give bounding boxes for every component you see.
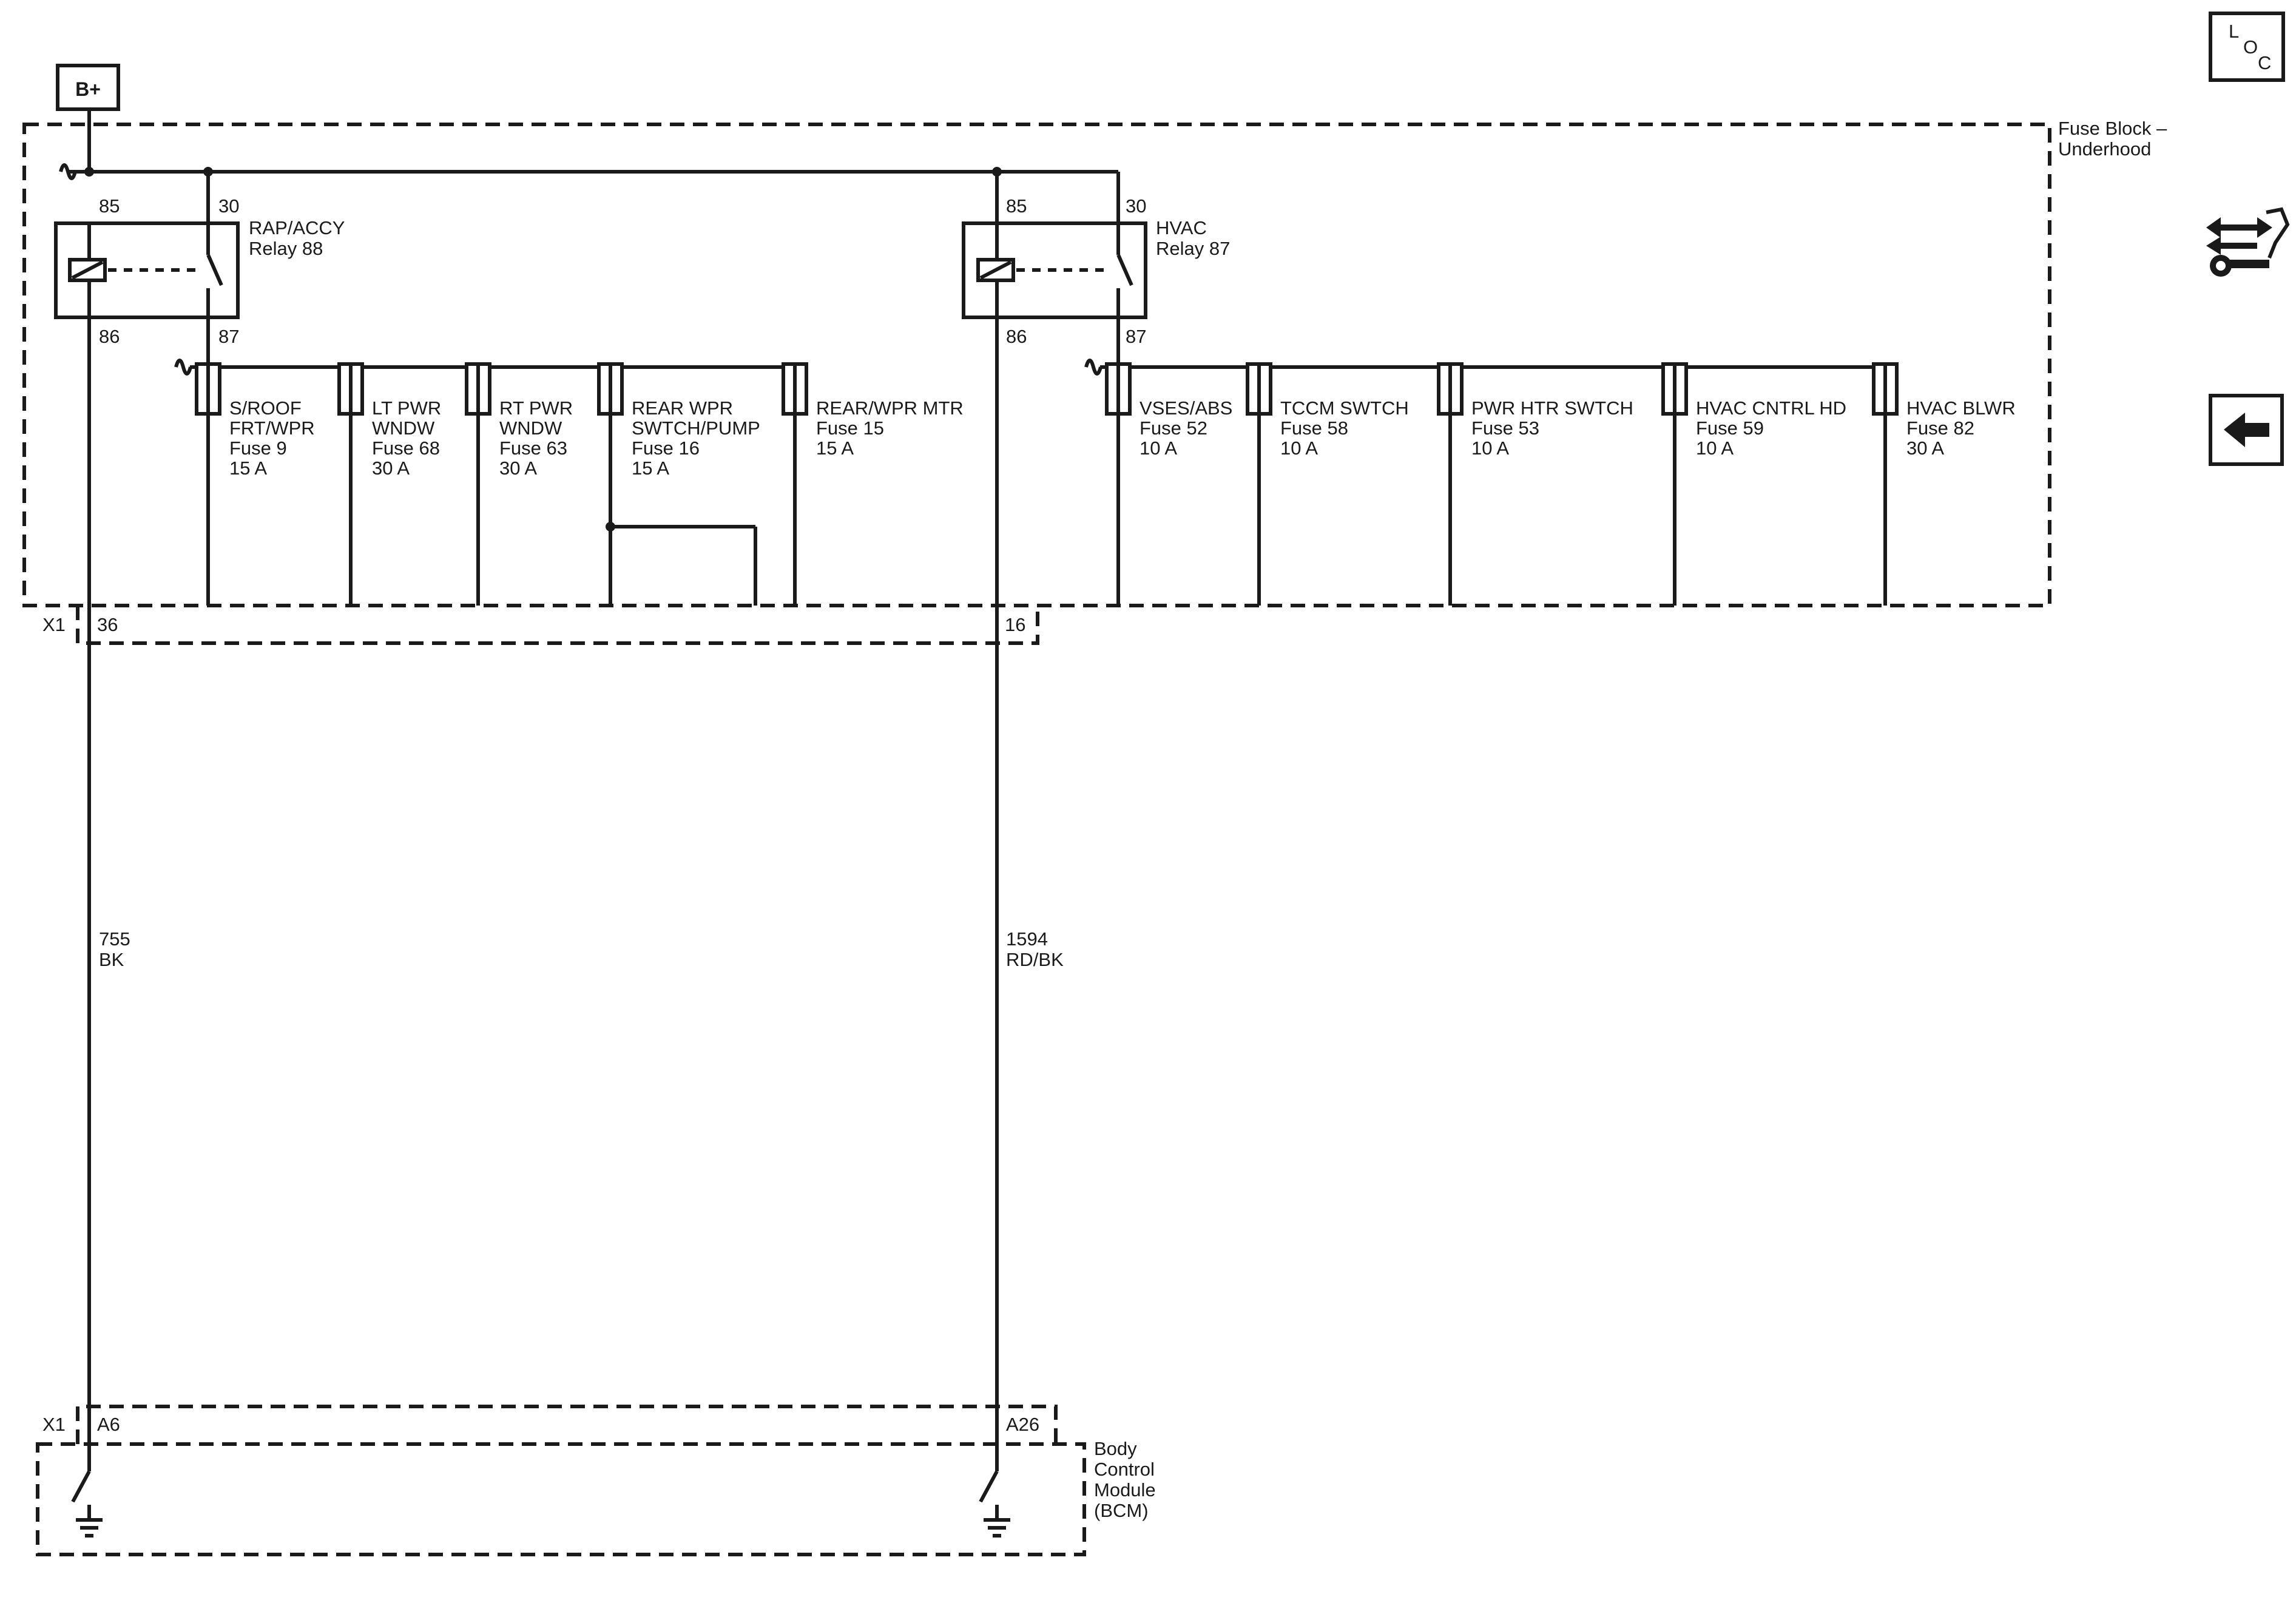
fuse-label-line: 30 A <box>1906 437 1944 459</box>
fuse-block-title-line2: Underhood <box>2058 138 2151 160</box>
fuse-label-line: HVAC CNTRL HD <box>1696 397 1846 419</box>
fuse-label-line: Fuse 15 <box>816 417 884 439</box>
fuse-label-line: Fuse 52 <box>1140 417 1207 439</box>
relay-87-name: HVAC <box>1156 217 1207 238</box>
loc-letter-o: O <box>2243 36 2258 58</box>
fuse-bus-right <box>1084 316 1885 376</box>
fuse-label-line: 15 A <box>816 437 854 459</box>
battery-label: B+ <box>75 78 101 100</box>
fuse-label-line: Fuse 16 <box>632 437 700 459</box>
relay-88-number: Relay 88 <box>249 238 323 259</box>
relay-hvac: 85 30 86 87 HVAC Relay 87 <box>962 195 1230 347</box>
relay-87-pin-30: 30 <box>1126 195 1146 217</box>
ground-icon <box>71 1470 103 1538</box>
relay-rap-accy: 85 30 86 87 RAP/ACCY Relay 88 <box>54 195 345 347</box>
wire-1594-circuit: 1594 <box>1006 928 1048 950</box>
arrow-left-icon <box>2224 413 2269 447</box>
fuse-label-line: FRT/WPR <box>229 417 315 439</box>
fuse-label-line: 10 A <box>1280 437 1318 459</box>
fuse-label-line: 15 A <box>229 457 267 479</box>
fuse-block-outline: Fuse Block – Underhood X1 36 16 <box>22 118 2167 645</box>
fuse-label-line: REAR/WPR MTR <box>816 397 964 419</box>
wire-run-right: 1594 RD/BK <box>995 317 1064 1471</box>
bcm-pin-right: A26 <box>1006 1414 1039 1435</box>
loc-letter-l: L <box>2229 21 2239 42</box>
relay-87-pin-85: 85 <box>1006 195 1027 217</box>
fuse-label-line: VSES/ABS <box>1140 397 1232 419</box>
bcm-label-line1: Body <box>1094 1438 1137 1459</box>
fuse-label-line: 30 A <box>372 457 410 479</box>
loc-letter-c: C <box>2258 52 2271 73</box>
fuse-label-line: Fuse 59 <box>1696 417 1764 439</box>
relay-87-pin-86: 86 <box>1006 326 1027 347</box>
fuse-label-line: TCCM SWTCH <box>1280 397 1409 419</box>
fuse-label-line: PWR HTR SWTCH <box>1471 397 1633 419</box>
relay-88-pin-30: 30 <box>218 195 239 217</box>
bcm-connector: X1 <box>42 1414 66 1435</box>
body-control-module: X1 A6 A26 Body Control Module (BCM) <box>36 1405 1156 1556</box>
fuse-label-line: Fuse 9 <box>229 437 287 459</box>
fuse-label-line: WNDW <box>372 417 435 439</box>
wire-755-circuit: 755 <box>99 928 130 950</box>
ground-icon <box>979 1470 1010 1538</box>
fuse-label-line: REAR WPR <box>632 397 733 419</box>
fuse-label-line: Fuse 58 <box>1280 417 1348 439</box>
wire-1594-color: RD/BK <box>1006 949 1064 970</box>
bcm-label-line4: (BCM) <box>1094 1500 1149 1521</box>
fuse-label-line: 10 A <box>1140 437 1177 459</box>
fuse-label-line: HVAC BLWR <box>1906 397 2016 419</box>
bcm-label-line2: Control <box>1094 1459 1155 1480</box>
fuse-label-line: Fuse 82 <box>1906 417 1974 439</box>
bcm-pin-left: A6 <box>97 1414 120 1435</box>
fuse-label-line: S/ROOF <box>229 397 302 419</box>
wire-755-color: BK <box>99 949 124 970</box>
rear-wiper-jumper <box>606 522 757 606</box>
fuse-block-title-line1: Fuse Block – <box>2058 118 2167 139</box>
battery-source: B+ <box>56 64 120 111</box>
fuse-label-line: Fuse 63 <box>499 437 567 459</box>
fuse-label-line: LT PWR <box>372 397 441 419</box>
loc-button[interactable]: L O C <box>2209 12 2285 82</box>
relay-88-name: RAP/ACCY <box>249 217 345 238</box>
connector-service-icon[interactable] <box>2206 207 2290 277</box>
relay-87-pin-87: 87 <box>1126 326 1146 347</box>
fuse-label-line: Fuse 68 <box>372 437 440 459</box>
relay-88-pin-87: 87 <box>218 326 239 347</box>
back-button[interactable] <box>2209 394 2284 466</box>
fuse-label-line: WNDW <box>499 417 562 439</box>
wire-run-left: 755 BK <box>87 317 130 1471</box>
fuse-label-line: 30 A <box>499 457 537 479</box>
fuse-label-line: 10 A <box>1696 437 1734 459</box>
fuse-block-pin-right: 16 <box>1005 614 1025 635</box>
fuse-label-line: 10 A <box>1471 437 1509 459</box>
fuse-block-pin-left: 36 <box>97 614 118 635</box>
fuse-label-line: Fuse 53 <box>1471 417 1539 439</box>
relay-88-pin-86: 86 <box>99 326 120 347</box>
fuse-block-connector: X1 <box>42 614 66 635</box>
relay-88-pin-85: 85 <box>99 195 120 217</box>
fuse-label-line: 15 A <box>632 457 669 479</box>
fuse-label-line: RT PWR <box>499 397 573 419</box>
fuse-label-line: SWTCH/PUMP <box>632 417 760 439</box>
bcm-label-line3: Module <box>1094 1479 1156 1501</box>
power-bus <box>59 109 1120 224</box>
relay-87-number: Relay 87 <box>1156 238 1230 259</box>
